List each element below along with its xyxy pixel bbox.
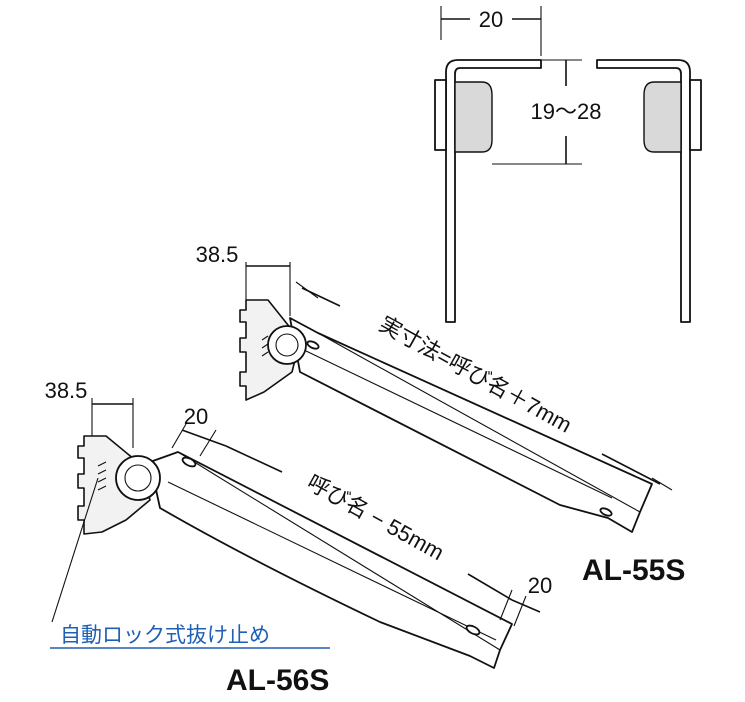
lower-length-line-start: [225, 445, 283, 473]
section-view: 20 19〜28: [434, 6, 702, 323]
upper-offset-label: 38.5: [196, 242, 239, 267]
upper-length-line-start: [301, 287, 341, 307]
upper-model-label: AL-55S: [582, 554, 685, 587]
upper-lock-spring: [261, 335, 269, 357]
upper-length-ext-end: [651, 477, 673, 491]
section-width-label: 20: [479, 7, 503, 32]
upper-arm: [289, 317, 653, 533]
upper-arm-top-edge: [317, 332, 641, 513]
section-right-rail: [596, 59, 691, 323]
lower-start-ext-b: [199, 429, 217, 457]
lower-model-label: AL-56S: [226, 664, 329, 697]
section-left-pad: [454, 81, 493, 153]
feature-label: 自動ロック式抜け止め: [60, 624, 270, 647]
lower-end-ext-a: [499, 589, 513, 621]
upper-arm-hole-far: [599, 507, 613, 517]
lower-end-line: [511, 599, 541, 613]
upper-lock-knob-inner: [275, 333, 299, 357]
lower-lock-knob-inner: [124, 464, 152, 492]
section-right-pad: [643, 81, 682, 153]
section-right-clip: [689, 79, 702, 151]
lower-start-label: 20: [184, 404, 208, 429]
upper-arm-edge: [303, 349, 613, 499]
lower-lock-knob: [115, 455, 161, 501]
lower-end-label: 20: [528, 573, 552, 598]
lower-length-line-end: [467, 573, 513, 601]
upper-length-line-end: [601, 453, 661, 485]
section-gap-label: 19〜28: [531, 99, 602, 124]
section-left-clip: [434, 79, 447, 151]
upper-arm-hole-near: [306, 340, 320, 350]
lower-offset-label: 38.5: [45, 378, 88, 403]
lower-start-line: [181, 429, 227, 447]
section-left-rail: [445, 59, 542, 323]
lower-arm-top-edge: [177, 451, 501, 651]
lower-end-ext-b: [513, 595, 527, 627]
upper-lock-knob: [267, 325, 307, 365]
lower-start-ext-a: [171, 423, 187, 449]
lower-arm-hole-far: [465, 624, 481, 636]
lower-arm-hole-near: [181, 456, 197, 468]
feature-leader-line: [51, 477, 99, 623]
lower-lock-spring: [97, 461, 107, 491]
